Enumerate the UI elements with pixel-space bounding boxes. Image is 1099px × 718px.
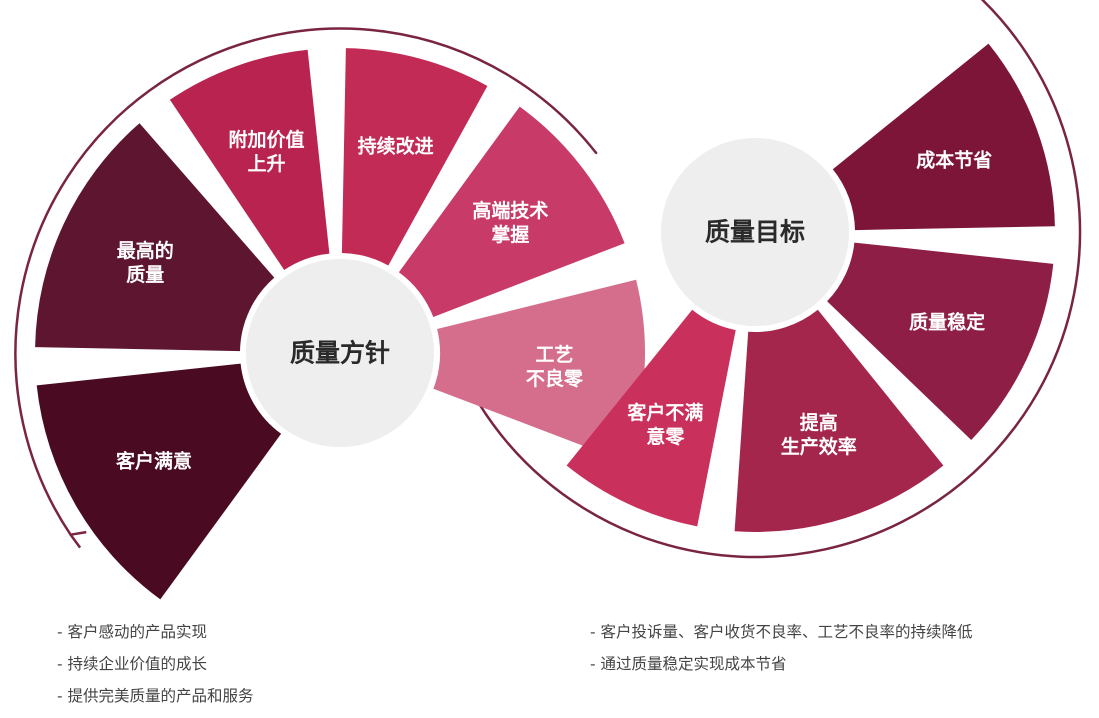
right-segment bbox=[734, 309, 944, 532]
left-segment-label-line: 上升 bbox=[247, 153, 285, 175]
policy-notes-list: 客户感动的产品实现 持续企业价值的成长 提供完美质量的产品和服务 bbox=[57, 622, 254, 718]
right-segment-label-line: 提高 bbox=[800, 411, 838, 434]
left-segment bbox=[36, 363, 282, 600]
right-wheel-segments: 客户不满意零 提高生产效率 质量稳定 成本节省 bbox=[566, 43, 1055, 532]
right-segment bbox=[566, 309, 736, 527]
left-segment-label: 工艺不良零 bbox=[526, 344, 584, 390]
left-segment bbox=[341, 48, 488, 266]
left-segment-label: 客户满意 bbox=[116, 449, 192, 472]
right-segment-label-line: 质量稳定 bbox=[909, 311, 985, 334]
left-segment bbox=[169, 49, 330, 271]
left-segment-label: 持续改进 bbox=[358, 135, 434, 158]
right-wheel-hub: 质量目标 bbox=[661, 138, 849, 326]
left-segment-label-line: 不良零 bbox=[526, 367, 584, 390]
left-segment-label-line: 最高的 bbox=[117, 239, 174, 262]
right-segment-label: 提高生产效率 bbox=[781, 411, 857, 458]
right-segment-label-line: 成本节省 bbox=[916, 149, 992, 172]
left-segment-label-line: 持续改进 bbox=[358, 135, 434, 158]
left-segment-label-line: 掌握 bbox=[491, 223, 529, 246]
right-segment-label-line: 客户不满 bbox=[627, 401, 703, 424]
right-segment-label: 成本节省 bbox=[916, 149, 992, 172]
left-segment-label: 最高的质量 bbox=[117, 239, 174, 286]
right-hub-label: 质量目标 bbox=[705, 218, 805, 247]
policy-note: 持续企业价值的成长 bbox=[57, 654, 254, 686]
right-outer-arc bbox=[478, 0, 1082, 559]
left-segment-label: 高端技术掌握 bbox=[472, 199, 548, 246]
left-hub-label: 质量方针 bbox=[290, 339, 390, 368]
right-hub-circle bbox=[661, 138, 849, 326]
left-hub-circle bbox=[246, 259, 434, 447]
left-arrow-head bbox=[69, 530, 87, 549]
right-segment-label-line: 生产效率 bbox=[781, 435, 857, 458]
right-segment bbox=[832, 43, 1055, 231]
left-segment-label-line: 工艺 bbox=[535, 344, 573, 366]
connector-arcs bbox=[14, 0, 1082, 559]
left-outer-arc bbox=[14, 27, 598, 536]
left-segment-label-line: 质量 bbox=[126, 264, 164, 286]
right-segment-label-line: 意零 bbox=[646, 425, 685, 448]
left-segment bbox=[433, 279, 646, 462]
left-segment-label: 附加价值上升 bbox=[228, 128, 304, 175]
goal-notes-list: 客户投诉量、客户收货不良率、工艺不良率的持续降低 通过质量稳定实现成本节省 bbox=[590, 622, 973, 686]
policy-note: 客户感动的产品实现 bbox=[57, 622, 254, 654]
goal-note: 客户投诉量、客户收货不良率、工艺不良率的持续降低 bbox=[590, 622, 973, 654]
left-segment bbox=[398, 106, 625, 317]
goal-note: 通过质量稳定实现成本节省 bbox=[590, 654, 973, 686]
left-segment bbox=[35, 123, 275, 352]
left-wheel-hub: 质量方针 bbox=[246, 259, 434, 447]
right-segment-label: 质量稳定 bbox=[909, 311, 985, 334]
left-segment-label-line: 附加价值 bbox=[228, 128, 304, 151]
right-segment bbox=[827, 242, 1054, 440]
left-segment-label-line: 客户满意 bbox=[116, 449, 192, 472]
policy-note: 提供完美质量的产品和服务 bbox=[57, 686, 254, 718]
left-segment-label-line: 高端技术 bbox=[472, 199, 548, 222]
right-segment-label: 客户不满意零 bbox=[627, 401, 703, 448]
